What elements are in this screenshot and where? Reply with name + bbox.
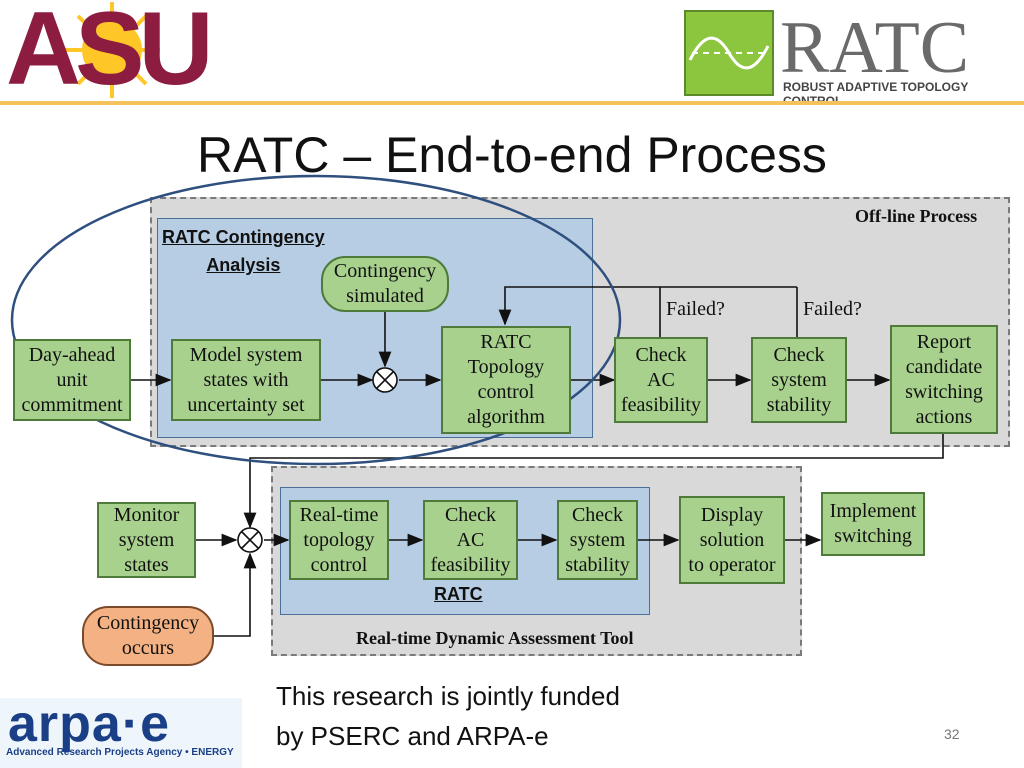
- node-check-ac-offline: Check AC feasibility: [614, 337, 708, 423]
- ratc-realtime-label: RATC: [434, 584, 483, 604]
- funding-note: This research is jointly funded by PSERC…: [276, 681, 620, 751]
- node-model-states: Model system states with uncertainty set: [171, 339, 321, 421]
- slide-title: RATC – End-to-end Process: [197, 127, 827, 183]
- ratc-logo-text: RATC: [780, 7, 970, 89]
- node-check-ac-realtime: Check AC feasibility: [423, 500, 518, 580]
- node-contingency-simulated: Contingency simulated: [321, 256, 449, 312]
- junction-realtime: [237, 527, 263, 553]
- node-display-solution: Display solution to operator: [679, 496, 785, 584]
- failed-label-2: Failed?: [803, 298, 862, 320]
- junction-offline: [372, 367, 398, 393]
- realtime-tool-label: Real-time Dynamic Assessment Tool: [356, 628, 634, 648]
- node-check-stability-offline: Check system stability: [751, 337, 847, 423]
- ratc-logo: [684, 10, 1014, 100]
- ratc-waveform-icon: [684, 10, 774, 96]
- asu-logo: ASU: [0, 0, 240, 104]
- node-check-stability-realtime: Check system stability: [557, 500, 638, 580]
- node-report-actions: Report candidate switching actions: [890, 325, 998, 434]
- edge-contingency-occurs-junction: [214, 552, 257, 637]
- arpa-e-wordmark: arpa·e: [8, 695, 171, 753]
- failed-label-1: Failed?: [666, 298, 725, 320]
- arpa-e-logo: [0, 698, 242, 768]
- node-day-ahead: Day-ahead unit commitment: [13, 339, 131, 421]
- header-divider: [0, 101, 1024, 105]
- arpa-e-subtitle: Advanced Research Projects Agency • ENER…: [6, 747, 234, 758]
- offline-process-label: Off-line Process: [855, 206, 978, 226]
- node-realtime-topology: Real-time topology control: [289, 500, 389, 580]
- edge-failed-loop: [498, 286, 661, 337]
- node-implement-switching: Implement switching: [821, 492, 925, 556]
- node-monitor-states: Monitor system states: [97, 502, 196, 578]
- contingency-analysis-label: RATC Contingency Analysis: [162, 227, 325, 275]
- edge-report-realtime: [243, 434, 944, 529]
- page-number: 32: [944, 726, 960, 742]
- asu-logo-text: ASU: [6, 0, 214, 107]
- node-ratc-algorithm: RATC Topology control algorithm: [441, 326, 571, 434]
- highlight-ellipse: [10, 174, 622, 466]
- asu-sunburst-icon: [64, 2, 160, 98]
- node-contingency-occurs: Contingency occurs: [82, 606, 214, 666]
